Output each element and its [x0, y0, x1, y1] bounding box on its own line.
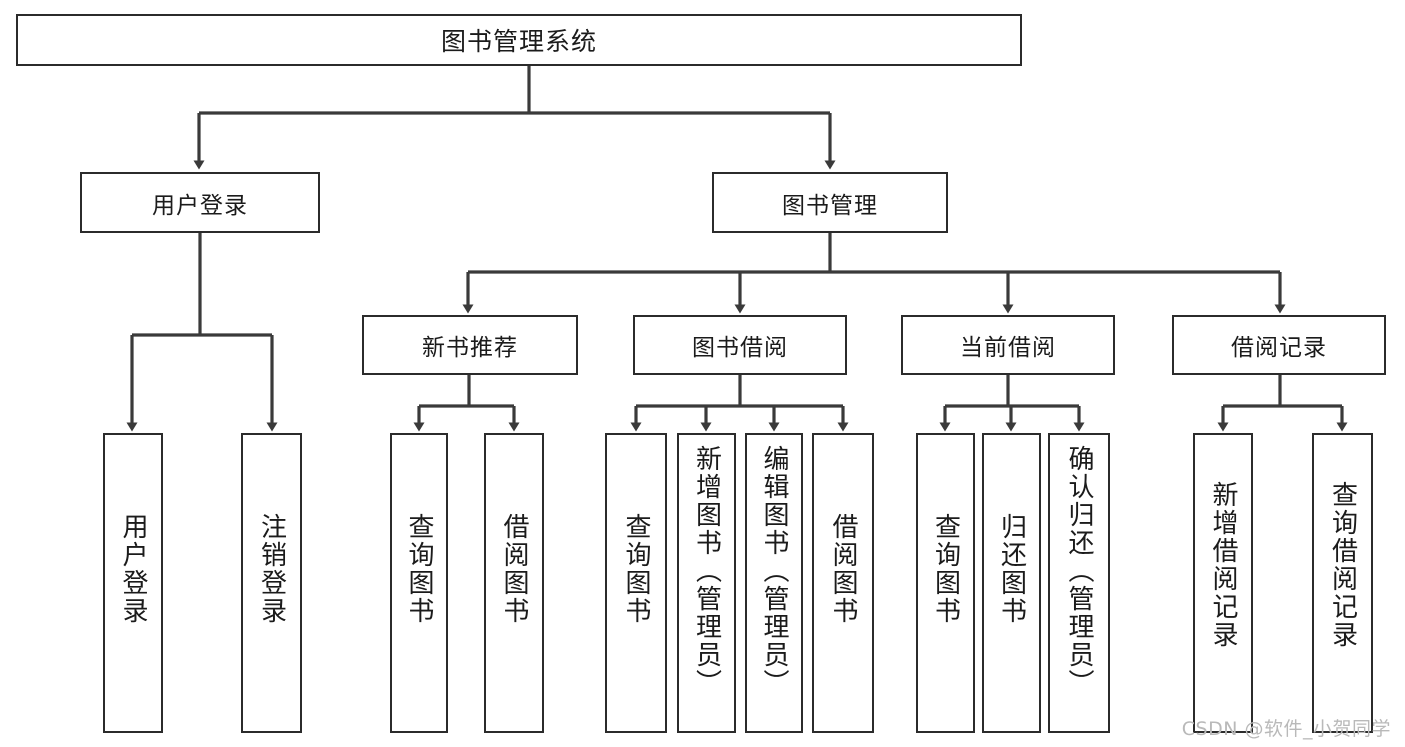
- leaf-label: 查询图书: [621, 513, 652, 625]
- node-label: 借阅记录: [1231, 335, 1327, 361]
- leaf-current-borrow-confirm-return-admin[interactable]: 确认归还（管理员）: [1048, 433, 1110, 733]
- leaf-book-borrow-query-book[interactable]: 查询图书: [605, 433, 667, 733]
- leaf-user-login-login[interactable]: 用户登录: [103, 433, 163, 733]
- leaf-label: 查询图书: [930, 513, 961, 625]
- leaf-label: 借阅图书: [828, 513, 859, 625]
- node-label: 当前借阅: [960, 335, 1056, 361]
- node-user-login[interactable]: 用户登录: [80, 172, 320, 233]
- leaf-book-borrow-edit-book-admin[interactable]: 编辑图书（管理员）: [745, 433, 803, 733]
- leaf-label: 查询借阅记录: [1327, 481, 1358, 649]
- node-current-borrow[interactable]: 当前借阅: [901, 315, 1115, 375]
- leaf-new-book-query-book[interactable]: 查询图书: [390, 433, 448, 733]
- leaf-borrow-record-query-record[interactable]: 查询借阅记录: [1312, 433, 1373, 733]
- leaf-label: 查询图书: [404, 513, 435, 625]
- leaf-label: 归还图书: [996, 513, 1027, 625]
- node-root-book-management-system[interactable]: 图书管理系统: [16, 14, 1022, 66]
- csdn-watermark: CSDN @软件_小贺同学: [1181, 718, 1391, 740]
- node-label: 用户登录: [152, 192, 248, 219]
- leaf-label: 新增借阅记录: [1208, 481, 1239, 649]
- node-book-management[interactable]: 图书管理: [712, 172, 948, 233]
- leaf-book-borrow-borrow-book[interactable]: 借阅图书: [812, 433, 874, 733]
- node-book-borrow[interactable]: 图书借阅: [633, 315, 847, 375]
- leaf-borrow-record-add-record[interactable]: 新增借阅记录: [1193, 433, 1253, 733]
- leaf-user-login-logout[interactable]: 注销登录: [241, 433, 302, 733]
- node-borrow-record[interactable]: 借阅记录: [1172, 315, 1386, 375]
- leaf-label: 用户登录: [118, 513, 149, 625]
- leaf-label: 编辑图书（管理员）: [759, 445, 790, 697]
- leaf-label: 新增图书（管理员）: [691, 445, 722, 697]
- leaf-label: 确认归还（管理员）: [1064, 445, 1095, 697]
- node-label: 新书推荐: [422, 335, 518, 361]
- leaf-book-borrow-add-book-admin[interactable]: 新增图书（管理员）: [677, 433, 736, 733]
- node-label: 图书管理: [782, 192, 878, 219]
- leaf-label: 注销登录: [256, 513, 287, 625]
- leaf-new-book-borrow-book[interactable]: 借阅图书: [484, 433, 544, 733]
- leaf-current-borrow-return-book[interactable]: 归还图书: [982, 433, 1041, 733]
- node-label: 图书借阅: [692, 335, 788, 361]
- leaf-label: 借阅图书: [499, 513, 530, 625]
- node-new-book-recommend[interactable]: 新书推荐: [362, 315, 578, 375]
- node-label: 图书管理系统: [440, 27, 597, 56]
- leaf-current-borrow-query-book[interactable]: 查询图书: [916, 433, 975, 733]
